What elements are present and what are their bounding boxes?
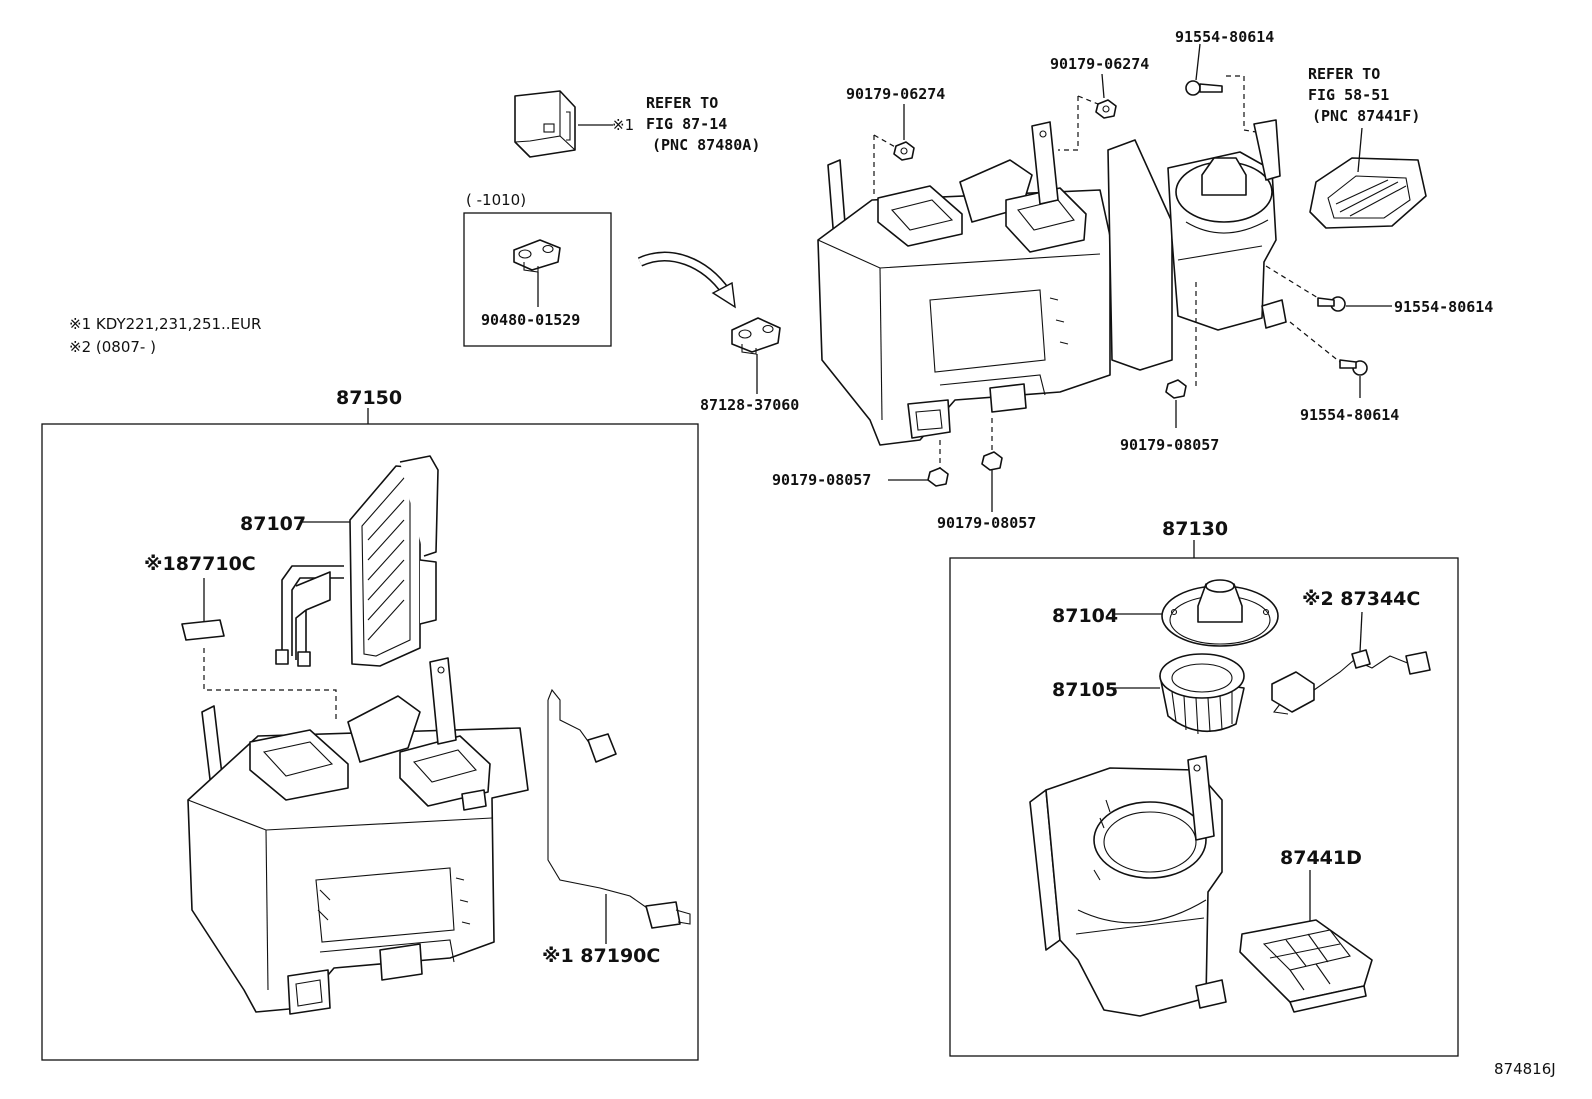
bolt-top	[1185, 80, 1223, 96]
air-filter-drawing	[1239, 919, 1373, 1013]
heater-core-drawing	[275, 455, 439, 667]
fastener-nut-3	[1165, 379, 1187, 399]
assy-87130-box	[949, 557, 1459, 1057]
assy-87130-label: 87130	[1162, 518, 1228, 540]
part-p7-label: 90179-08057	[772, 471, 871, 489]
refer2-line2: FIG 58-51	[1308, 86, 1389, 104]
refer2-line3: (PNC 87441F)	[1312, 107, 1420, 125]
part-p6-label: 90179-08057	[1120, 436, 1219, 454]
part-87190-label: ※1 87190C	[542, 945, 660, 967]
bolt-right-1	[1317, 296, 1346, 312]
grommet-inset-drawing	[513, 239, 561, 273]
inset-part-label: 90480-01529	[481, 311, 580, 329]
inset-range: ( -1010)	[466, 191, 526, 209]
fastener-nut-5	[981, 451, 1003, 471]
filter-refer-drawing	[1309, 157, 1427, 229]
assy-87150-label: 87150	[336, 387, 402, 409]
blower-motor-drawing	[1161, 579, 1279, 647]
refer2-line1: REFER TO	[1308, 65, 1380, 83]
part-p2-label: 90179-06274	[1050, 55, 1149, 73]
blower-resistor-drawing	[1271, 649, 1431, 715]
part-87107-label: 87107	[240, 513, 306, 535]
note-2: ※2 (0807- )	[69, 338, 156, 356]
main-assembly-drawing	[817, 119, 1287, 446]
figure-id: 874816J	[1494, 1060, 1556, 1078]
part-87710-label: ※187710C	[144, 553, 256, 575]
inset-box	[463, 212, 612, 347]
refer1-line2: FIG 87-14	[646, 115, 727, 133]
fastener-nut-1	[893, 141, 915, 161]
blower-case-drawing	[1029, 755, 1227, 1017]
amplifier-module-drawing	[514, 90, 576, 158]
heater-case-drawing	[187, 657, 529, 1015]
curved-arrow-icon	[637, 251, 736, 309]
part-p1-label: 90179-06274	[846, 85, 945, 103]
refer1-line1: REFER TO	[646, 94, 718, 112]
part-p8-label: 90179-08057	[937, 514, 1036, 532]
fastener-nut-4	[927, 467, 949, 487]
bolt-right-2	[1339, 359, 1368, 376]
fastener-nut-2	[1095, 99, 1117, 119]
wire-harness-drawing	[547, 688, 691, 929]
refer1-line3: (PNC 87480A)	[652, 136, 760, 154]
part-87104-label: 87104	[1052, 605, 1118, 627]
grommet-drawing	[731, 317, 781, 355]
part-87105-label: 87105	[1052, 679, 1118, 701]
blower-fan-drawing	[1159, 653, 1245, 735]
part-87128-label: 87128-37060	[700, 396, 799, 414]
assy-87150-box	[41, 423, 699, 1061]
part-p3-label: 91554-80614	[1175, 28, 1274, 46]
part-p5-label: 91554-80614	[1300, 406, 1399, 424]
note-1: ※1 KDY221,231,251..EUR	[69, 315, 261, 333]
part-87441-label: 87441D	[1280, 847, 1362, 869]
refer1-mark: ※1	[612, 116, 634, 134]
part-p4-label: 91554-80614	[1394, 298, 1493, 316]
part-87344-label: ※2 87344C	[1302, 588, 1420, 610]
sensor-drawing	[181, 619, 225, 641]
